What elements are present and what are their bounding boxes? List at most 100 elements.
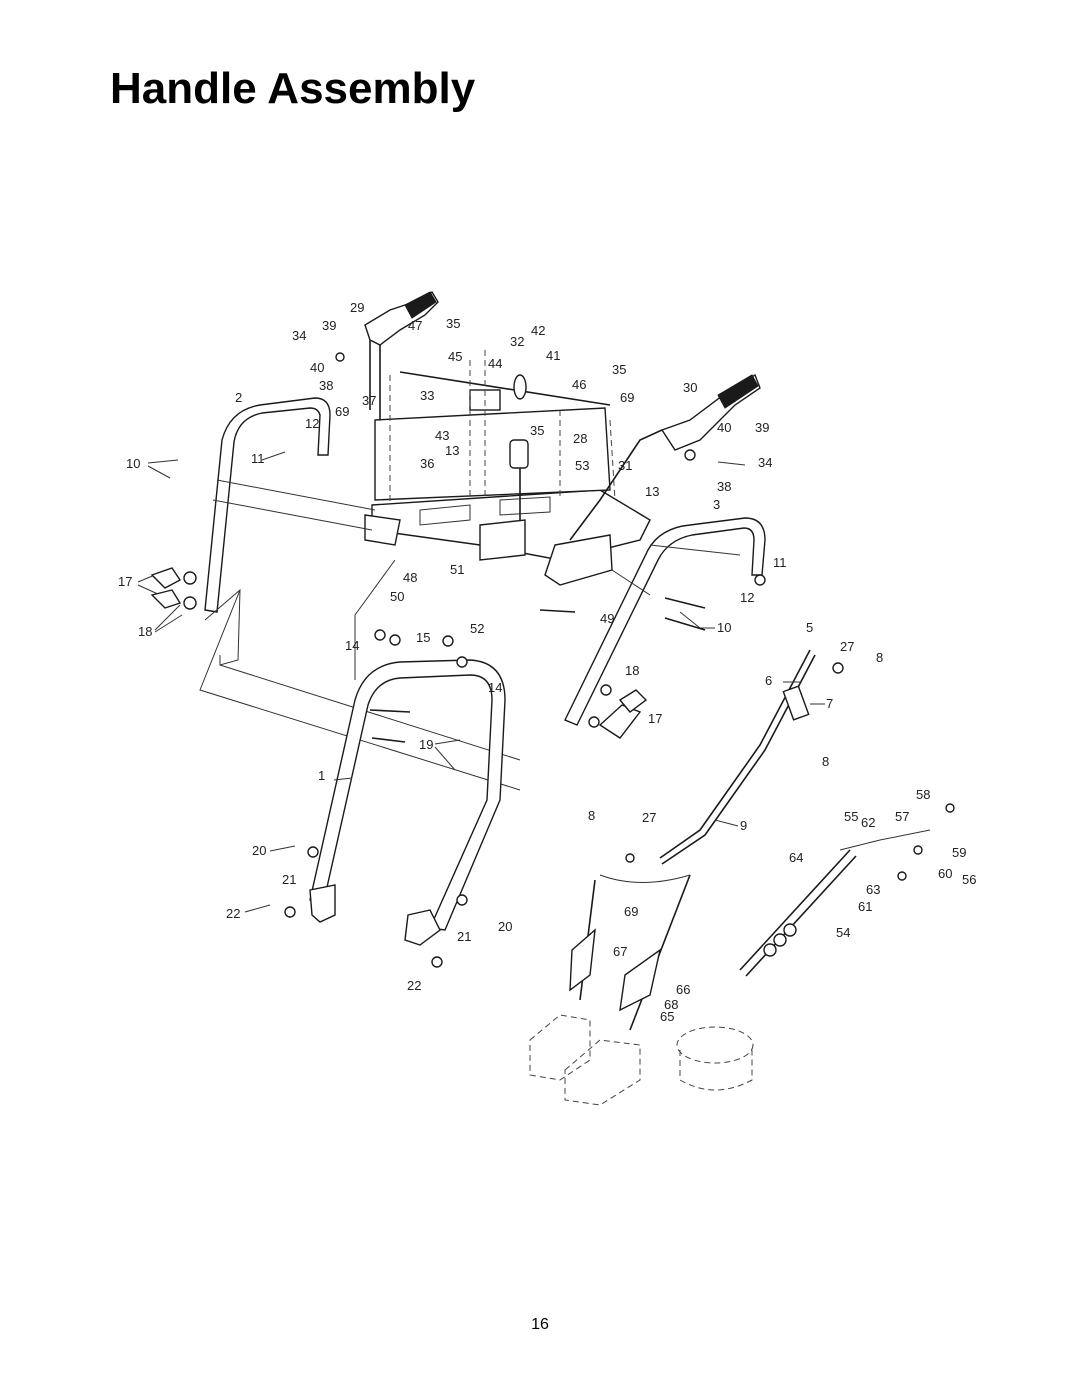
callout-27b: 27 xyxy=(642,810,656,825)
callout-68: 68 xyxy=(664,997,678,1012)
callout-9: 9 xyxy=(740,818,747,833)
callout-34: 34 xyxy=(292,328,306,343)
callout-21a: 21 xyxy=(282,872,296,887)
callout-5: 5 xyxy=(806,620,813,635)
callout-29: 29 xyxy=(350,300,364,315)
chute-cable xyxy=(739,829,931,977)
callout-22b: 22 xyxy=(407,978,421,993)
callout-11b: 11 xyxy=(773,555,787,570)
shift-rod xyxy=(659,649,816,865)
callout-20b: 20 xyxy=(498,919,512,934)
callout-10a: 10 xyxy=(126,456,140,471)
callout-64: 64 xyxy=(789,850,803,865)
callout-54: 54 xyxy=(836,925,850,940)
callout-58: 58 xyxy=(916,787,930,802)
right-handle-grip xyxy=(569,373,761,541)
callout-35c: 35 xyxy=(530,423,544,438)
callout-40: 40 xyxy=(310,360,324,375)
callout-17b: 17 xyxy=(648,711,662,726)
callout-21b: 21 xyxy=(457,929,471,944)
callout-17a: 17 xyxy=(118,574,132,589)
leader-lines xyxy=(137,451,825,913)
callout-41: 41 xyxy=(546,348,560,363)
alignment-lines xyxy=(389,350,616,505)
callout-57: 57 xyxy=(895,809,909,824)
callout-55: 55 xyxy=(844,809,858,824)
callout-49: 49 xyxy=(600,611,614,626)
callout-1: 1 xyxy=(318,768,325,783)
callout-44: 44 xyxy=(488,356,502,371)
callout-39b: 39 xyxy=(755,420,769,435)
callout-11a: 11 xyxy=(251,451,265,466)
callout-59: 59 xyxy=(952,845,966,860)
callout-45: 45 xyxy=(448,349,462,364)
callout-33: 33 xyxy=(420,388,434,403)
callout-63: 63 xyxy=(866,882,880,897)
page-number: 16 xyxy=(531,1316,549,1333)
callout-12: 12 xyxy=(305,416,319,431)
callout-47: 47 xyxy=(408,318,422,333)
callout-22a: 22 xyxy=(226,906,240,921)
callout-51: 51 xyxy=(450,562,464,577)
callout-27a: 27 xyxy=(840,639,854,654)
callout-28: 28 xyxy=(573,431,587,446)
callout-31: 31 xyxy=(618,458,632,473)
callout-62: 62 xyxy=(861,815,875,830)
callout-53: 53 xyxy=(575,458,589,473)
callout-38b: 38 xyxy=(717,479,731,494)
callout-34b: 34 xyxy=(758,455,772,470)
callout-42: 42 xyxy=(531,323,545,338)
drive-cables xyxy=(569,874,691,1031)
callout-38: 38 xyxy=(319,378,333,393)
callout-65: 65 xyxy=(660,1009,674,1024)
callout-18b: 18 xyxy=(625,663,639,678)
lower-handle xyxy=(309,659,506,946)
callout-8c: 8 xyxy=(588,808,595,823)
callout-10b: 10 xyxy=(717,620,731,635)
callout-8b: 8 xyxy=(822,754,829,769)
callout-48: 48 xyxy=(403,570,417,585)
callout-40b: 40 xyxy=(717,420,731,435)
callout-8a: 8 xyxy=(876,650,883,665)
callout-36: 36 xyxy=(420,456,434,471)
hardware-pieces xyxy=(150,352,955,968)
callout-3: 3 xyxy=(713,497,720,512)
callout-66: 66 xyxy=(676,982,690,997)
upper-right-handle xyxy=(564,517,766,726)
callout-46: 46 xyxy=(572,377,586,392)
callout-69b: 69 xyxy=(335,404,349,419)
callout-13a: 13 xyxy=(445,443,459,458)
callout-69c: 69 xyxy=(624,904,638,919)
callout-69a: 69 xyxy=(620,390,634,405)
control-panel xyxy=(364,407,651,586)
left-handle-grip xyxy=(364,291,439,420)
callout-43: 43 xyxy=(435,428,449,443)
page-title: Handle Assembly xyxy=(110,64,476,113)
callout-18a: 18 xyxy=(138,624,152,639)
callout-19: 19 xyxy=(419,737,433,752)
callout-35: 35 xyxy=(446,316,460,331)
callout-6: 6 xyxy=(765,673,772,688)
callout-60: 60 xyxy=(938,866,952,881)
callout-13b: 13 xyxy=(645,484,659,499)
callout-56: 56 xyxy=(962,872,976,887)
callout-35b: 35 xyxy=(612,362,626,377)
callout-32: 32 xyxy=(510,334,524,349)
callout-37: 37 xyxy=(362,393,376,408)
lower-mounting-pieces xyxy=(529,1014,754,1106)
upper-left-handle xyxy=(204,397,331,613)
callout-20a: 20 xyxy=(252,843,266,858)
handle-outline-lines xyxy=(199,479,741,791)
callout-12b: 12 xyxy=(740,590,754,605)
callout-67: 67 xyxy=(613,944,627,959)
callout-14b: 14 xyxy=(488,680,502,695)
callout-7: 7 xyxy=(826,696,833,711)
callout-61: 61 xyxy=(858,899,872,914)
callout-14a: 14 xyxy=(345,638,359,653)
callout-52: 52 xyxy=(470,621,484,636)
callout-30: 30 xyxy=(683,380,697,395)
callout-2: 2 xyxy=(235,390,242,405)
callout-39: 39 xyxy=(322,318,336,333)
callout-15: 15 xyxy=(416,630,430,645)
